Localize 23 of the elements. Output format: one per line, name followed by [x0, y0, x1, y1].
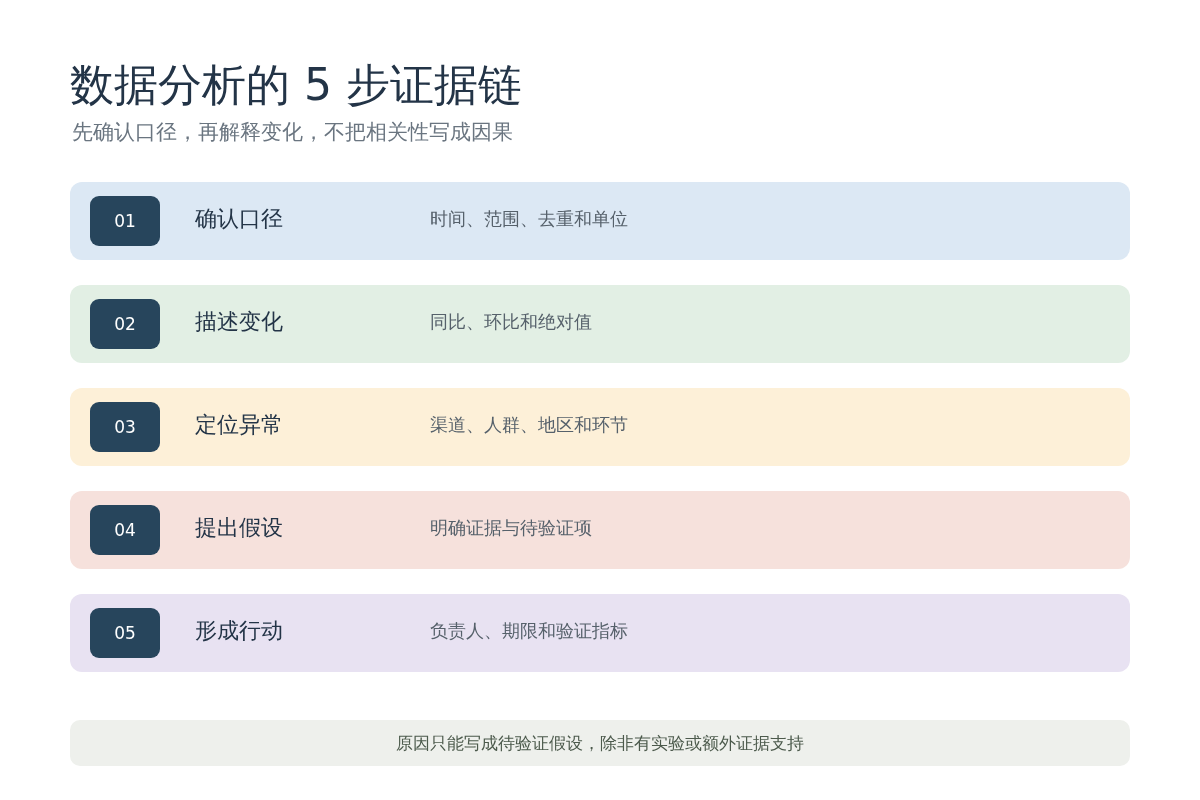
step-number: 02: [90, 299, 160, 349]
subtitle: 先确认口径，再解释变化，不把相关性写成因果: [72, 119, 513, 146]
step-description: 时间、范围、去重和单位: [430, 207, 628, 231]
step-description: 负责人、期限和验证指标: [430, 619, 628, 643]
step-band: [70, 388, 1130, 466]
step-number: 05: [90, 608, 160, 658]
step-number: 03: [90, 402, 160, 452]
step-band: [70, 182, 1130, 260]
title: 数据分析的 5 步证据链: [70, 58, 522, 112]
step-title: 形成行动: [195, 617, 283, 645]
step-description: 明确证据与待验证项: [430, 516, 592, 540]
step-band: [70, 285, 1130, 363]
step-title: 定位异常: [195, 411, 283, 439]
step-number: 04: [90, 505, 160, 555]
step-description: 渠道、人群、地区和环节: [430, 413, 628, 437]
step-title: 确认口径: [195, 205, 283, 233]
step-title: 描述变化: [195, 308, 283, 336]
step-number: 01: [90, 196, 160, 246]
step-band: [70, 594, 1130, 672]
step-description: 同比、环比和绝对值: [430, 310, 592, 334]
note-banner: 原因只能写成待验证假设，除非有实验或额外证据支持: [70, 720, 1130, 766]
step-title: 提出假设: [195, 514, 283, 542]
step-band: [70, 491, 1130, 569]
